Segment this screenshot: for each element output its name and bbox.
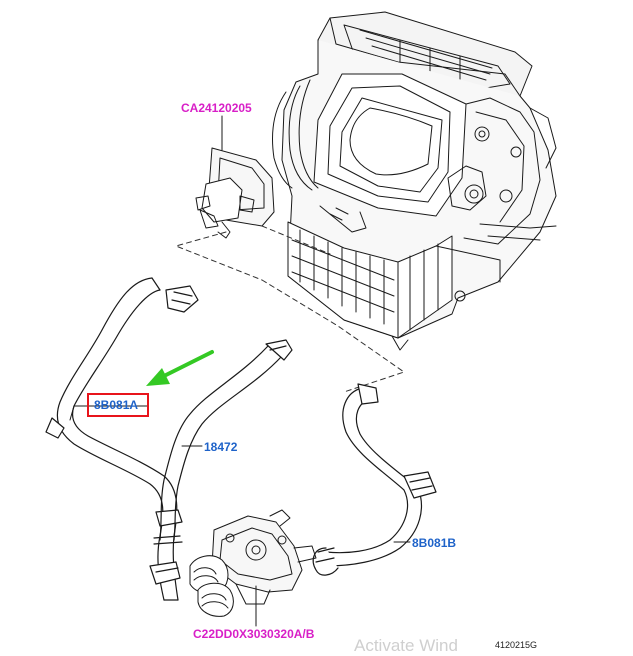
figure-id: 4120215G	[495, 640, 538, 650]
label-8b081a[interactable]: 8B081A	[94, 398, 139, 412]
watermark-text: Activate Wind	[354, 636, 458, 655]
valve-assembly-drawing	[195, 147, 275, 239]
highlight-frame-8b081a	[87, 393, 149, 417]
thermostat-housing-drawing	[189, 509, 317, 617]
label-ca24120205[interactable]: CA24120205	[181, 101, 252, 115]
label-8b081b[interactable]: 8B081B	[412, 536, 457, 550]
label-leaders	[69, 115, 411, 627]
pipe-18472-drawing	[159, 339, 293, 541]
label-c22dd0x3030320a-b[interactable]: C22DD0X3030320A/B	[193, 627, 315, 641]
heater-unit-drawing	[272, 11, 557, 351]
label-18472[interactable]: 18472	[204, 440, 238, 454]
dashed-leader-lines	[175, 225, 405, 393]
hose-8b081b-drawing	[312, 383, 437, 576]
green-pointer-arrow-icon	[146, 350, 214, 386]
